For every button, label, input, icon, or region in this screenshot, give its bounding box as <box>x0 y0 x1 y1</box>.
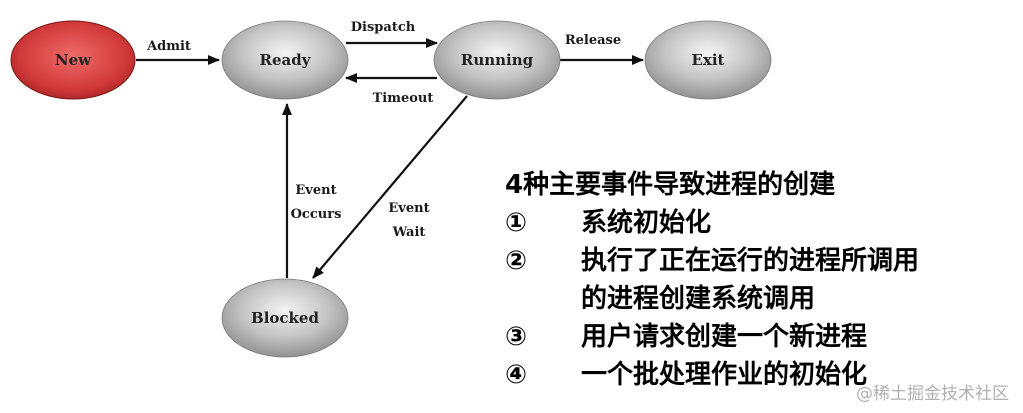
note-item-4: ④ 一个批处理作业的初始化 <box>505 356 1005 394</box>
note-number: ④ <box>505 360 528 390</box>
label-event-occurs-line2: Occurs <box>291 207 342 222</box>
label-dispatch: Dispatch <box>351 20 416 35</box>
note-text: 系统初始化 <box>581 208 712 238</box>
note-item-3: ③ 用户请求创建一个新进程 <box>505 318 1005 356</box>
notes-title: 4种主要事件导致进程的创建 <box>505 170 836 200</box>
label-admit: Admit <box>146 39 191 54</box>
label-release: Release <box>565 33 621 48</box>
note-text: 一个批处理作业的初始化 <box>581 360 868 390</box>
label-timeout: Timeout <box>373 91 434 106</box>
edges <box>136 38 644 279</box>
label-event-wait-line1: Event <box>388 201 429 216</box>
note-number: ③ <box>505 322 528 352</box>
note-text: 用户请求创建一个新进程 <box>581 322 868 352</box>
state-node-running: Running <box>433 20 561 100</box>
state-label-running: Running <box>461 51 534 69</box>
state-label-blocked: Blocked <box>251 309 319 327</box>
state-node-blocked: Blocked <box>221 278 349 358</box>
note-text: 执行了正在运行的进程所调用 的进程创建系统调用 <box>581 246 920 314</box>
note-number: ② <box>505 246 528 276</box>
edge-event-wait <box>312 95 468 279</box>
state-node-new: New <box>10 20 136 100</box>
label-event-wait-line2: Wait <box>392 225 426 240</box>
label-event-occurs-line1: Event <box>295 183 336 198</box>
process-creation-notes: 4种主要事件导致进程的创建 ① 系统初始化 ② 执行了正在运行的进程所调用 的进… <box>505 166 1005 394</box>
note-item-1: ① 系统初始化 <box>505 204 1005 242</box>
state-label-ready: Ready <box>260 51 312 69</box>
edge-labels: Admit Dispatch Timeout Release Event Wai… <box>146 20 621 240</box>
state-node-exit: Exit <box>644 20 772 100</box>
state-label-exit: Exit <box>691 51 724 69</box>
watermark: @稀土掘金技术社区 <box>856 384 1009 404</box>
note-number: ① <box>505 208 528 238</box>
state-node-ready: Ready <box>221 20 349 100</box>
state-label-new: New <box>55 51 92 69</box>
note-item-2: ② 执行了正在运行的进程所调用 的进程创建系统调用 <box>505 242 1005 318</box>
